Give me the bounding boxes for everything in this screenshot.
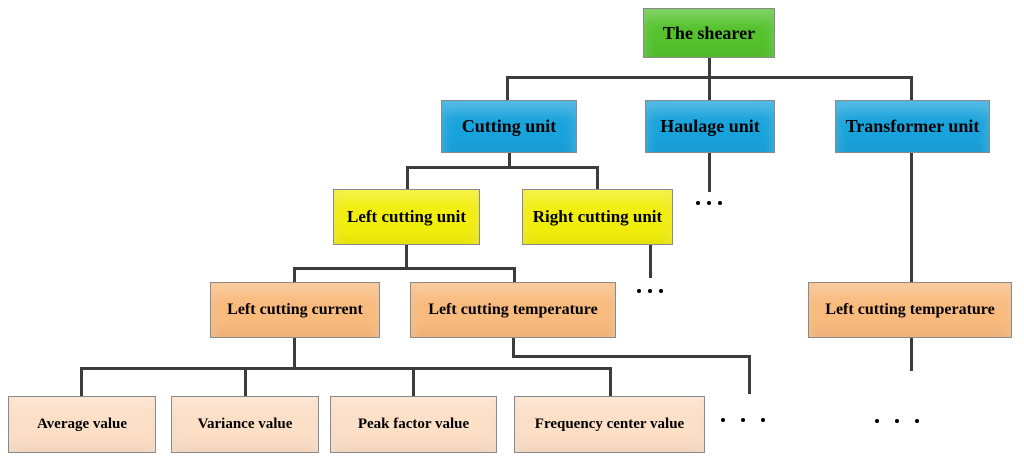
node-transformer-unit: Transformer unit xyxy=(835,100,990,153)
node-transformer-left-cutting-temperature: Left cutting temperature xyxy=(808,282,1012,338)
connector-drop-variance-value xyxy=(244,367,247,396)
connector-transformer-temperature-drop xyxy=(910,338,913,371)
connector-left-cutting-children-horizontal xyxy=(293,267,516,270)
connector-drop-right-cutting-unit xyxy=(596,166,599,190)
connector-drop-average-value xyxy=(80,367,83,396)
connector-shearer-children-horizontal xyxy=(506,76,913,79)
ellipsis-temperature-children xyxy=(721,418,765,422)
connector-cutting-children-horizontal xyxy=(406,166,599,169)
connector-left-cutting-current-drop xyxy=(293,338,296,370)
node-peak-factor-value: Peak factor value xyxy=(330,396,497,453)
node-left-cutting-temperature: Left cutting temperature xyxy=(410,282,616,338)
node-left-cutting-unit: Left cutting unit xyxy=(333,189,480,245)
connector-left-cutting-temperature-elbow-drop xyxy=(748,355,751,394)
connector-drop-cutting-unit xyxy=(506,76,509,101)
connector-drop-transformer-unit xyxy=(910,76,913,101)
node-average-value: Average value xyxy=(8,396,156,453)
connector-feature-children-horizontal xyxy=(80,367,612,370)
connector-drop-peak-factor-value xyxy=(412,367,415,396)
node-the-shearer: The shearer xyxy=(643,8,775,58)
connector-left-cutting-temperature-drop xyxy=(512,338,515,358)
node-frequency-center-value: Frequency center value xyxy=(514,396,705,453)
node-variance-value: Variance value xyxy=(171,396,319,453)
connector-drop-frequency-center-value xyxy=(609,367,612,396)
ellipsis-right-cutting-children xyxy=(637,289,663,293)
connector-haulage-unit-drop xyxy=(708,153,711,192)
connector-left-cutting-temperature-elbow-horizontal xyxy=(512,355,751,358)
node-cutting-unit: Cutting unit xyxy=(441,100,577,153)
ellipsis-haulage-children xyxy=(696,201,722,205)
connector-shearer-drop xyxy=(708,58,711,101)
connector-right-cutting-unit-drop xyxy=(649,245,652,278)
node-haulage-unit: Haulage unit xyxy=(645,100,775,153)
ellipsis-transformer-children xyxy=(875,419,919,423)
connector-transformer-unit-drop xyxy=(910,153,913,282)
node-right-cutting-unit: Right cutting unit xyxy=(522,189,673,245)
connector-left-cutting-unit-drop xyxy=(405,245,408,270)
connector-drop-left-cutting-unit xyxy=(406,166,409,190)
node-left-cutting-current: Left cutting current xyxy=(210,282,380,338)
connector-drop-left-cutting-current xyxy=(293,267,296,282)
connector-drop-left-cutting-temperature xyxy=(513,267,516,282)
connector-cutting-unit-drop xyxy=(508,153,511,169)
